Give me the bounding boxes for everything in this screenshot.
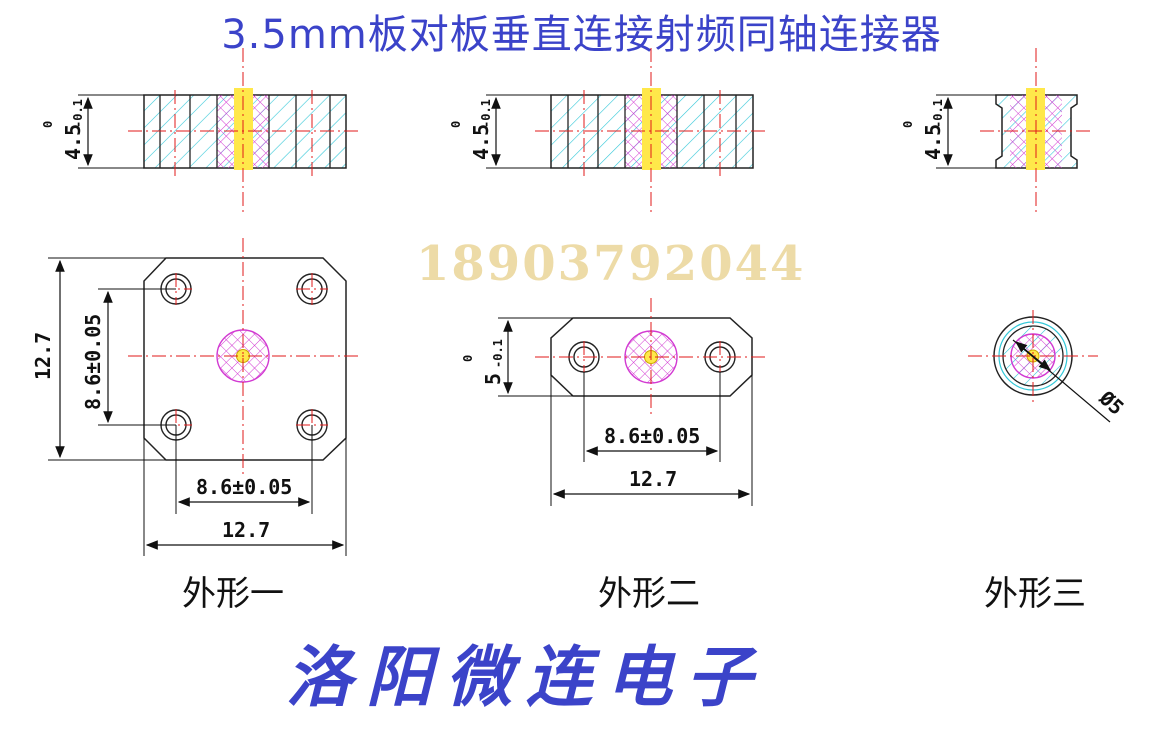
dim-thickness-1: 4.5 -0.1 0 <box>41 94 144 169</box>
dim-thickness-tol-lower: -0.1 <box>71 99 85 128</box>
dim-thickness-tol-lower: -0.1 <box>931 99 945 128</box>
dim-thickness-tol-upper: 0 <box>449 121 463 128</box>
dim-thickness-main: 4.5 <box>921 124 945 160</box>
dim-body-width-1: 12.7 <box>143 438 347 556</box>
watermark-phone: 18903792044 <box>416 236 806 292</box>
dim-body-height-1: 12.7 <box>31 257 166 461</box>
top-view-3: Ø5 <box>968 310 1129 423</box>
top-view-2: 5 -0.1 0 8.6±0.05 12.7 <box>461 298 768 506</box>
dim-body-width-2: 12.7 <box>550 375 753 506</box>
dim-thickness-tol-lower: -0.1 <box>479 99 493 128</box>
dim-hole-pitch-vert-1: 8.6±0.05 <box>81 288 176 426</box>
dim-thickness-2: 4.5 -0.1 0 <box>449 94 551 169</box>
dim-body-size: 12.7 <box>629 467 677 491</box>
page-title: 3.5mm板对板垂直连接射频同轴连接器 <box>221 12 942 58</box>
shape-label-3: 外形三 <box>984 574 1086 614</box>
dim-height-two-main: 5 <box>481 373 505 385</box>
dim-hole-pitch: 8.6±0.05 <box>604 424 700 448</box>
dim-thickness-3: 4.5 -0.1 0 <box>901 94 996 169</box>
dim-hole-pitch: 8.6±0.05 <box>81 314 105 410</box>
dim-body-height-2: 5 -0.1 0 <box>461 317 573 397</box>
dim-hole-pitch-2: 8.6±0.05 <box>583 372 721 462</box>
dim-hole-pitch-horiz-1: 8.6±0.05 <box>175 425 313 514</box>
side-view-3: 4.5 -0.1 0 <box>901 48 1092 212</box>
dim-diameter-label: Ø5 <box>1094 385 1129 420</box>
dim-body-size: 12.7 <box>222 518 270 542</box>
side-view-2: 4.5 -0.1 0 <box>449 48 768 212</box>
dim-thickness-main: 4.5 <box>61 124 85 160</box>
dim-thickness-main: 4.5 <box>469 124 493 160</box>
dim-thickness-tol-upper: 0 <box>41 121 55 128</box>
shape-label-1: 外形一 <box>182 574 284 614</box>
dim-thickness-tol-upper: 0 <box>901 121 915 128</box>
company-name: 洛阳微连电子 <box>286 638 766 716</box>
dim-hole-pitch: 8.6±0.05 <box>196 475 292 499</box>
top-view-1: 12.7 8.6±0.05 8.6±0.05 12.7 <box>31 238 362 556</box>
dim-body-size: 12.7 <box>31 332 55 380</box>
dim-height-two-tol-upper: 0 <box>461 355 475 362</box>
side-view-1: 4.5 -0.1 0 <box>41 48 360 212</box>
shape-label-2: 外形二 <box>598 574 700 614</box>
dim-height-two-tol-lower: -0.1 <box>491 339 505 368</box>
